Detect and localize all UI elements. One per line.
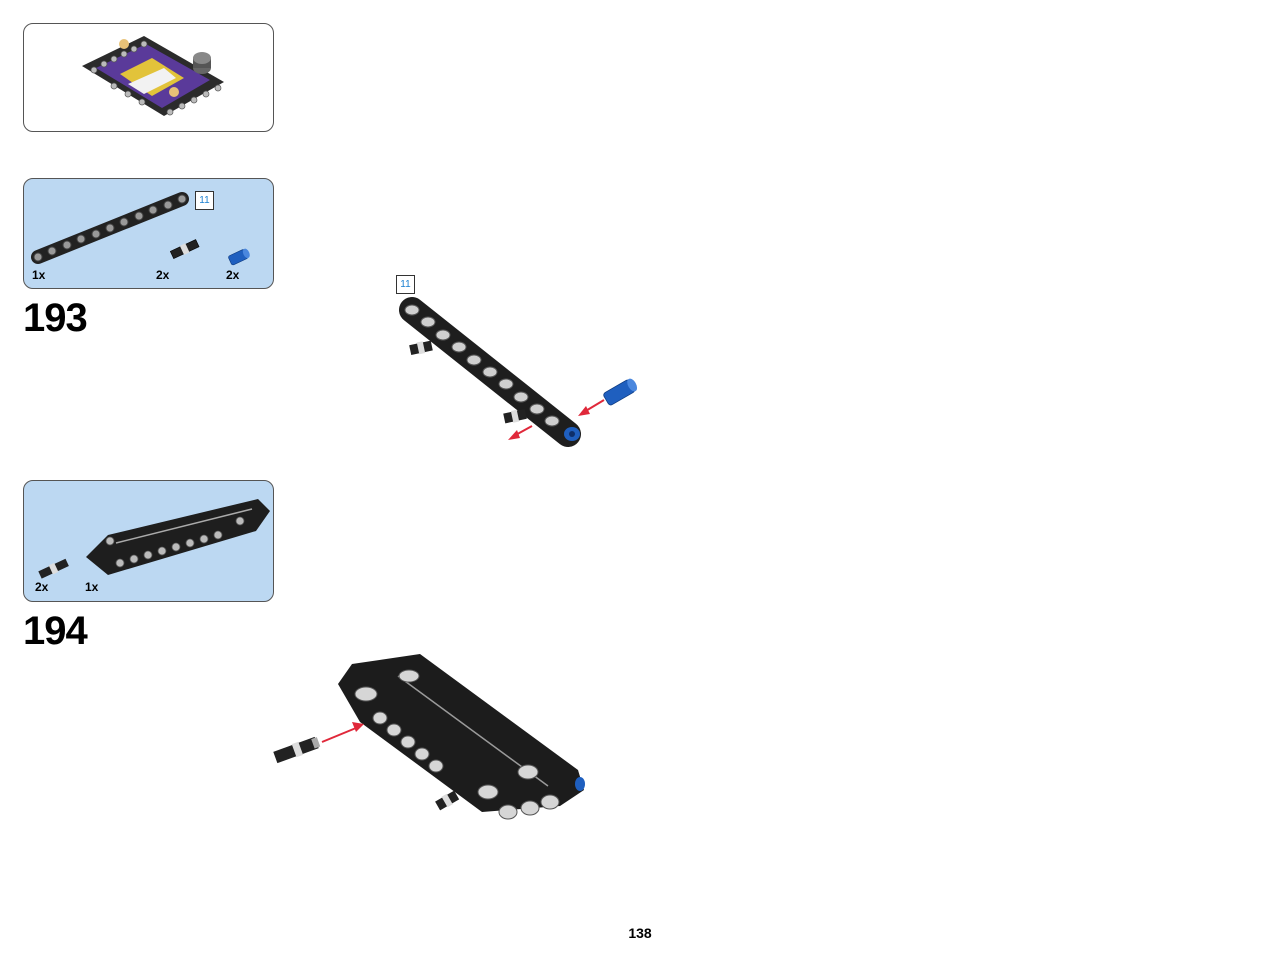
part-qty: 2x: [226, 268, 240, 282]
liftarm-11-part-image: [31, 192, 189, 264]
blue-axle-pin-part-image: [228, 248, 250, 266]
step-number-193: 193: [23, 296, 88, 340]
submodel-callout: [23, 23, 274, 132]
page-number: 138: [628, 925, 652, 941]
parts-list-step-193: 11 1x 2x 2x: [23, 178, 274, 289]
technic-panel-part-image: [86, 499, 270, 575]
black-pin-part-image: [38, 558, 69, 579]
part-qty: 1x: [85, 580, 99, 594]
parts-list-step-194: 2x 1x: [23, 480, 274, 602]
part-qty: 2x: [156, 268, 170, 282]
assembly-length-tag: 11: [396, 275, 415, 294]
step-number-194: 194: [23, 609, 88, 653]
part-qty: 2x: [35, 580, 49, 594]
length-tag-11: 11: [195, 191, 214, 210]
black-pin-part-image: [169, 239, 200, 260]
submodel-image: [82, 36, 224, 116]
part-qty: 1x: [32, 268, 46, 282]
